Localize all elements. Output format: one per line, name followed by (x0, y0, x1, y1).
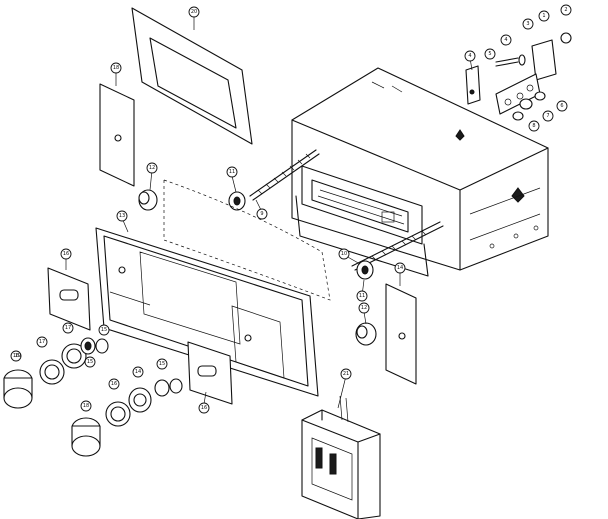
left-shaft-bushing (138, 189, 158, 211)
svg-text:8: 8 (532, 123, 535, 129)
callout-10: 10 (338, 248, 350, 260)
svg-text:19: 19 (15, 353, 21, 359)
svg-text:2: 2 (564, 7, 567, 13)
callout-3: 3 (522, 18, 534, 30)
svg-text:18: 18 (113, 65, 119, 71)
svg-text:16: 16 (201, 405, 207, 411)
callout-16d: 16 (108, 378, 120, 390)
callout-18: 18 (110, 62, 122, 74)
svg-text:6: 6 (560, 103, 563, 109)
svg-text:10: 10 (341, 251, 347, 257)
svg-text:9: 9 (260, 211, 263, 217)
bezel-gasket (131, 7, 253, 145)
callout-2: 2 (560, 4, 572, 16)
callout-21: 21 (340, 368, 352, 380)
callout-4b: 4 (464, 50, 476, 62)
callout-14: 14 (394, 262, 406, 274)
rear-clip (560, 32, 572, 44)
front-panel-16 (47, 267, 91, 331)
knob-14 (128, 387, 152, 413)
callout-18b: 18 (80, 400, 92, 412)
callout-16b: 16 (10, 350, 22, 362)
svg-text:5: 5 (488, 51, 491, 57)
svg-text:3: 3 (526, 21, 529, 27)
cassette-mechanism (301, 395, 381, 519)
left-stud (249, 149, 320, 201)
callout-6: 6 (556, 100, 568, 112)
svg-text:4: 4 (468, 53, 471, 59)
rear-washers (512, 91, 546, 121)
left-shaft-nut (228, 191, 246, 211)
callout-16c: 16 (198, 402, 210, 414)
callout-15c: 15 (156, 358, 168, 370)
knob-19 (3, 369, 33, 409)
callout-1: 1 (538, 10, 550, 22)
callout-15b: 15 (98, 324, 110, 336)
right-shaft-nut (356, 260, 374, 280)
knob-washer-15 (80, 337, 96, 355)
svg-text:16: 16 (111, 381, 117, 387)
svg-text:20: 20 (191, 9, 197, 15)
knob-15c (154, 378, 183, 397)
callout-17a: 17 (36, 336, 48, 348)
svg-text:17: 17 (39, 339, 45, 345)
knob-washer-15b (95, 338, 109, 354)
callout-11b: 11 (356, 290, 368, 302)
right-knob-panel (385, 283, 417, 385)
rear-screw (495, 54, 526, 67)
knob-18 (71, 417, 101, 457)
callout-13: 13 (116, 210, 128, 222)
callout-5: 5 (484, 48, 496, 60)
knob-ring-17 (39, 359, 65, 385)
callout-11a: 11 (226, 166, 238, 178)
faceplate (95, 227, 319, 397)
svg-text:1: 1 (542, 13, 545, 19)
callout-12b: 12 (358, 302, 370, 314)
svg-text:4: 4 (504, 37, 507, 43)
right-shaft-bushing (355, 322, 377, 346)
svg-text:11: 11 (359, 293, 365, 299)
svg-text:12: 12 (361, 305, 367, 311)
svg-text:14: 14 (135, 369, 141, 375)
callout-14b: 14 (132, 366, 144, 378)
callout-15a: 15 (84, 356, 96, 368)
callout-17b: 17 (62, 322, 74, 334)
svg-text:12: 12 (149, 165, 155, 171)
rear-tab (465, 65, 481, 105)
knob-16 (105, 401, 131, 427)
svg-text:15: 15 (101, 327, 107, 333)
svg-text:13: 13 (119, 213, 125, 219)
svg-text:7: 7 (546, 113, 549, 119)
callout-20: 20 (188, 6, 200, 18)
svg-text:17: 17 (65, 325, 71, 331)
svg-text:15: 15 (87, 359, 93, 365)
callout-4: 4 (500, 34, 512, 46)
rear-bracket (495, 39, 557, 115)
svg-text:16: 16 (63, 251, 69, 257)
callout-12a: 12 (146, 162, 158, 174)
knob-ring-17b (61, 343, 87, 369)
svg-text:11: 11 (229, 169, 235, 175)
left-knob-panel-18 (99, 83, 135, 187)
main-chassis (291, 67, 549, 277)
callout-16a: 16 (60, 248, 72, 260)
callout-9: 9 (256, 208, 268, 220)
svg-text:21: 21 (343, 371, 349, 377)
svg-text:15: 15 (159, 361, 165, 367)
svg-text:16: 16 (13, 353, 19, 359)
bottom-knob-panel (187, 341, 233, 405)
callout-8: 8 (528, 120, 540, 132)
callouts: 20 18 16 12 11 9 12 11 10 14 13 16 16 21… (10, 4, 572, 414)
svg-text:18: 18 (83, 403, 89, 409)
callout-7: 7 (542, 110, 554, 122)
callout-19: 19 (15, 353, 21, 359)
svg-text:14: 14 (397, 265, 403, 271)
